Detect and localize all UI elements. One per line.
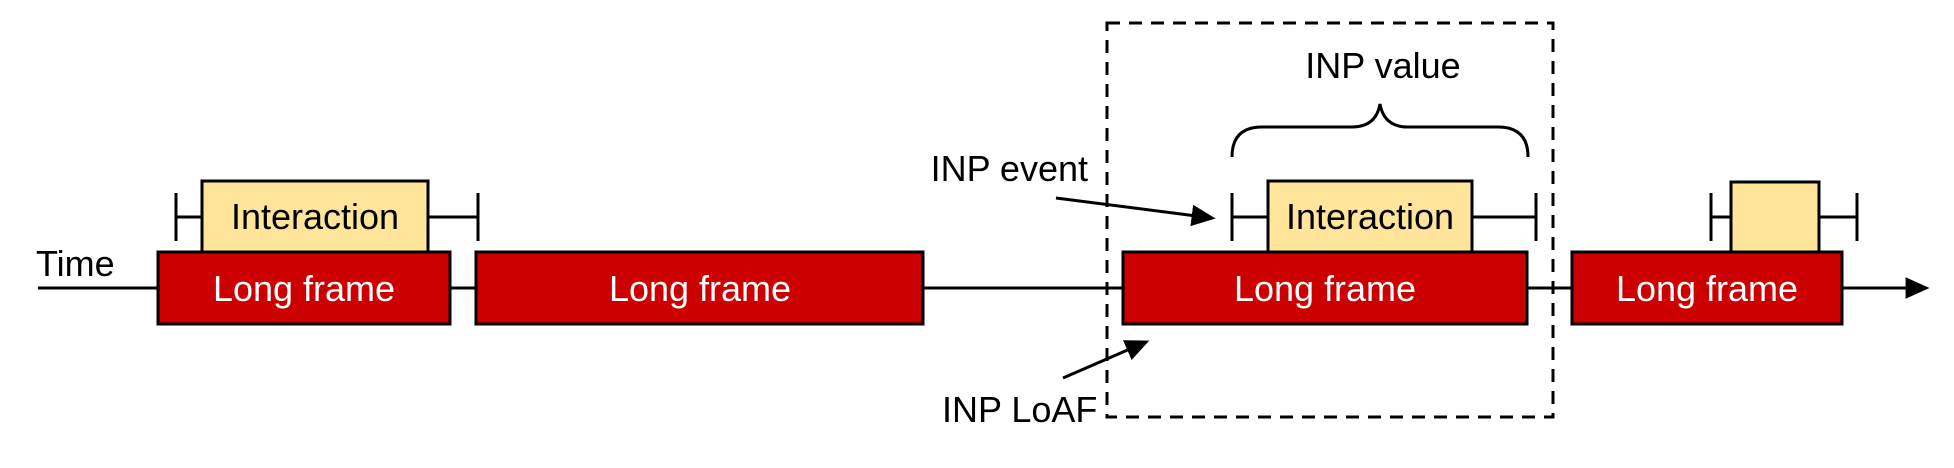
long-frame-label-2: Long frame (609, 268, 791, 309)
inp-value-label: INP value (1305, 45, 1460, 86)
interaction-box-2 (1266, 179, 1474, 254)
inp-event-arrow (1055, 196, 1216, 227)
long-frame-label-1: Long frame (213, 268, 395, 309)
inp-loaf-label: INP LoAF (942, 389, 1097, 430)
time-axis-label: Time (36, 243, 115, 284)
interaction-box-3 (1729, 180, 1821, 254)
interaction-box-1 (200, 179, 430, 254)
long-frame-box-2 (474, 250, 925, 326)
interaction-label-2: Interaction (1286, 196, 1454, 237)
inp-event-label: INP event (931, 148, 1088, 189)
inp-loaf-dashed-outline (1105, 21, 1555, 419)
long-frame-box-1 (156, 250, 452, 326)
long-frame-box-4 (1570, 250, 1844, 326)
interaction-label-1: Interaction (231, 196, 399, 237)
inp-loaf-arrow (1062, 340, 1150, 380)
inp-value-brace (1230, 103, 1530, 158)
long-frame-label-3: Long frame (1234, 268, 1416, 309)
long-frame-label-4: Long frame (1616, 268, 1798, 309)
